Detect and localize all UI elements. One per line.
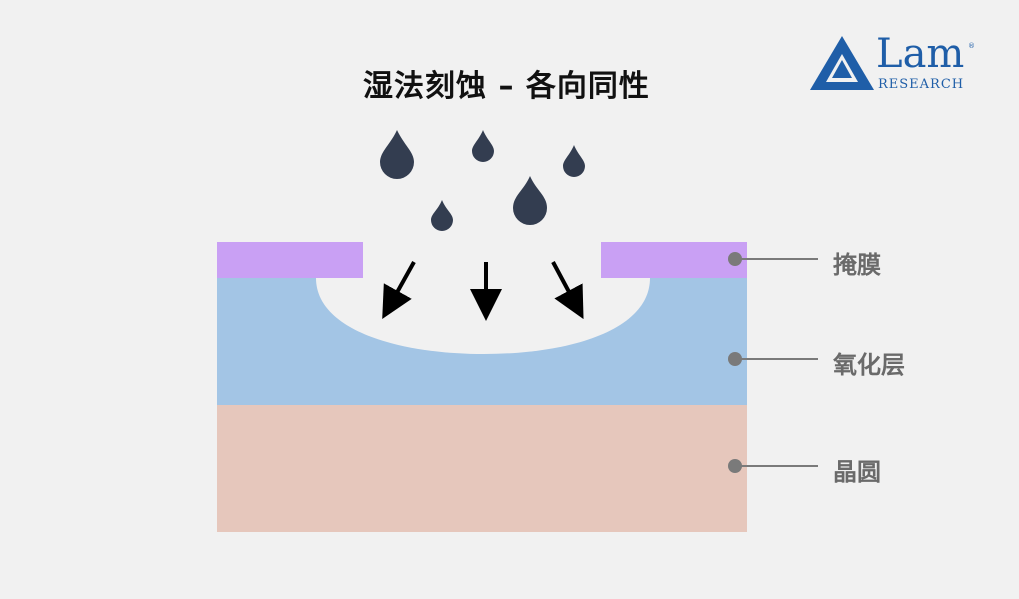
- mask-right: [601, 242, 747, 278]
- down-arrow-icon: [551, 261, 584, 320]
- droplet-icon: [563, 145, 585, 177]
- mask-label: 掩膜: [833, 251, 881, 279]
- diagram-title: 湿法刻蚀 – 各向同性: [363, 69, 650, 104]
- logo-registered-mark: ®: [968, 42, 975, 50]
- wafer-label: 晶圆: [833, 458, 881, 486]
- down-arrow-icon: [382, 261, 416, 319]
- mask-left: [217, 242, 363, 278]
- droplet-icon: [431, 200, 453, 231]
- droplet-icon: [472, 130, 494, 162]
- lam-research-logo: [810, 36, 874, 90]
- logo-wordmark: Lam: [876, 31, 965, 77]
- droplet-icon: [513, 176, 547, 225]
- droplet-icon: [380, 130, 414, 179]
- oxide-label: 氧化层: [833, 351, 905, 379]
- wafer-layer: [217, 405, 747, 532]
- logo-subtitle: RESEARCH: [878, 77, 965, 92]
